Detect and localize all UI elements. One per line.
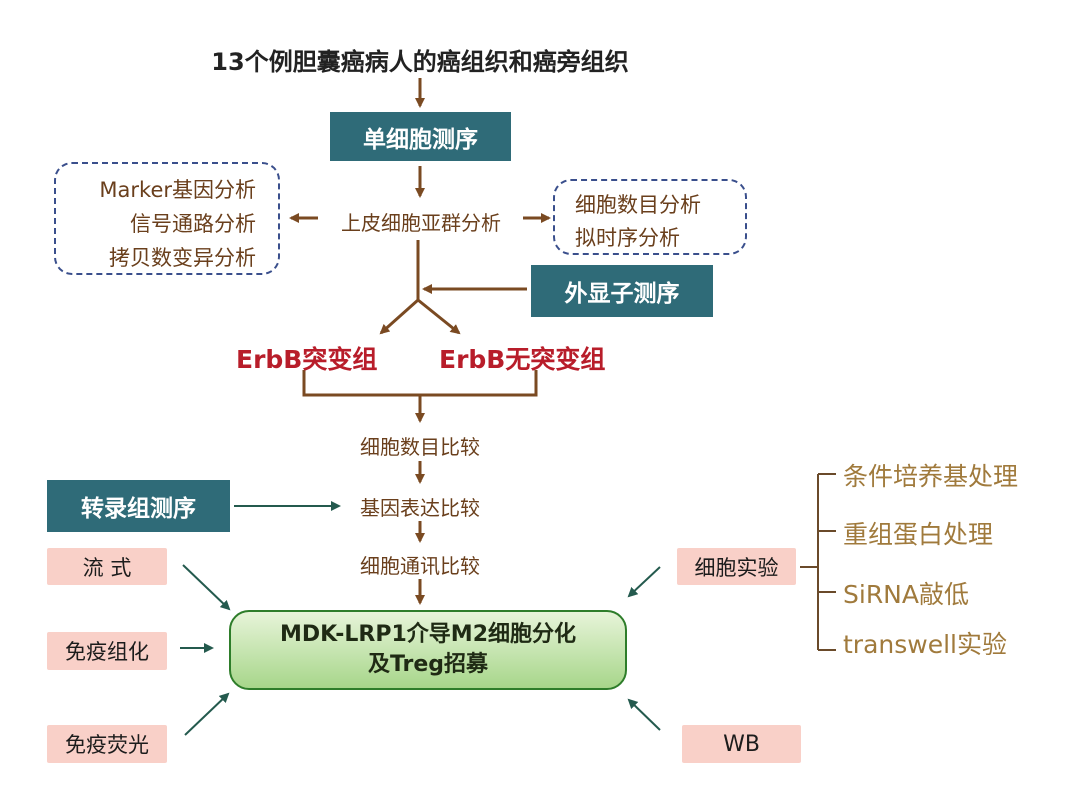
cell-communication-comparison: 细胞通讯比较 (360, 554, 480, 578)
exome-seq-box: 外显子测序 (531, 265, 713, 317)
cell-experiment-item: 重组蛋白处理 (843, 520, 994, 549)
result-line-2: 及Treg招募 (367, 652, 489, 677)
cell-experiment-item: 条件培养基处理 (843, 462, 1019, 491)
arrow-wb-in (627, 698, 661, 731)
erbb-no-mutation-group: ErbB无突变组 (439, 345, 606, 374)
result-box: MDK-LRP1介导M2细胞分化 及Treg招募 (229, 610, 627, 690)
right-analysis-item: 细胞数目分析 (575, 193, 701, 217)
cell-experiment-item: SiRNA敲低 (843, 580, 969, 609)
arrow-split-right (417, 298, 461, 335)
cell-experiment-item: transwell实验 (843, 630, 1007, 659)
left-analysis-item: 拷贝数变异分析 (109, 246, 256, 270)
cell-experiment-box: 细胞实验 (677, 548, 796, 585)
gene-expression-comparison: 基因表达比较 (360, 496, 480, 520)
diagram-title: 13个例胆囊癌病人的癌组织和癌旁组织 (211, 48, 629, 76)
flow-cytometry-box: 流 式 (47, 548, 167, 585)
left-analysis-box: Marker基因分析 信号通路分析 拷贝数变异分析 (54, 162, 280, 275)
arrow-flow-in (182, 564, 231, 611)
cell-count-comparison: 细胞数目比较 (360, 435, 480, 459)
right-analysis-item: 拟时序分析 (575, 226, 680, 250)
right-analysis-box: 细胞数目分析 拟时序分析 (553, 179, 747, 255)
result-line-1: MDK-LRP1介导M2细胞分化 (279, 622, 576, 647)
western-blot-box: WB (682, 725, 801, 763)
arrow-if-in (184, 692, 230, 736)
erbb-mutation-group: ErbB突变组 (236, 345, 378, 374)
arrow-cellexp-in (627, 566, 661, 598)
epithelial-subgroup-analysis: 上皮细胞亚群分析 (341, 211, 501, 235)
transcriptome-seq-box: 转录组测序 (47, 480, 230, 532)
immunofluorescence-box: 免疫荧光 (47, 725, 167, 763)
arrow-split-left (379, 298, 419, 335)
left-analysis-item: Marker基因分析 (99, 178, 256, 202)
cell-experiment-bracket (800, 473, 836, 651)
left-analysis-item: 信号通路分析 (130, 212, 256, 236)
single-cell-seq-box: 单细胞测序 (330, 112, 511, 161)
immunohistochemistry-box: 免疫组化 (47, 632, 167, 670)
